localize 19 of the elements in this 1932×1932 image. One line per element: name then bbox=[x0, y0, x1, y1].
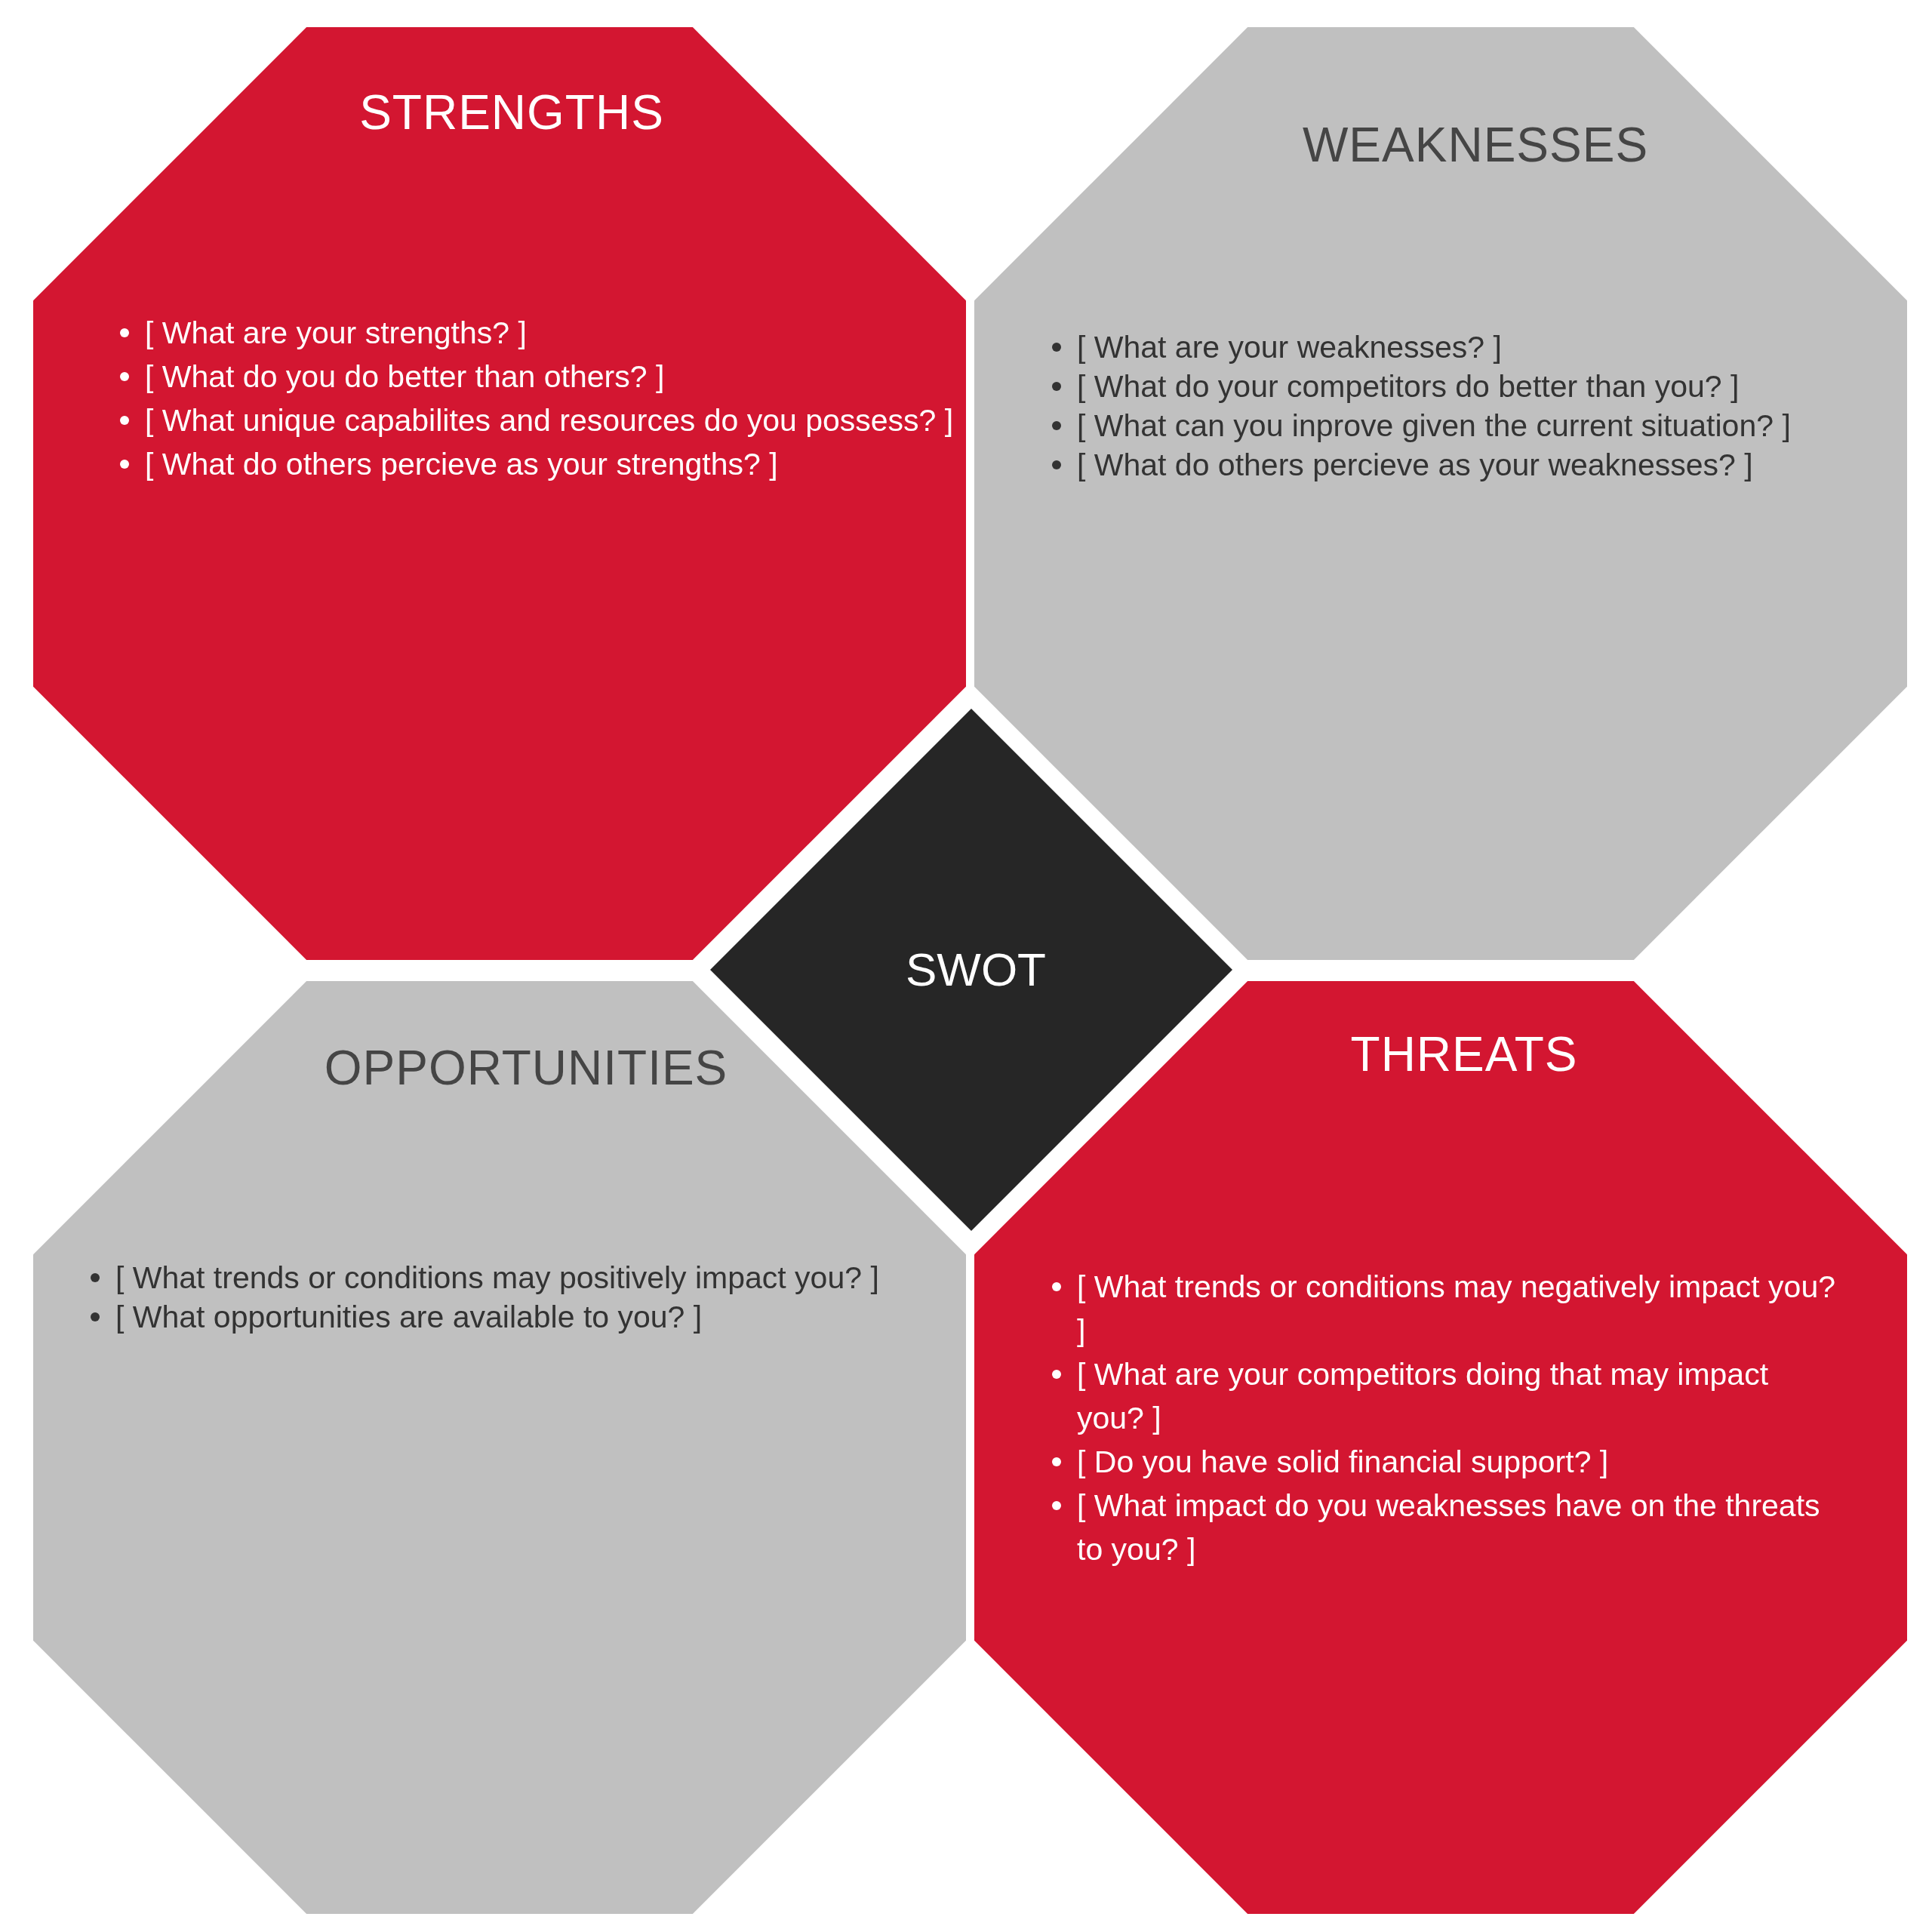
section-heading: THREATS bbox=[1350, 1027, 1578, 1083]
list-item-text: [ What impact do you weaknesses have on the threats to you? ] bbox=[1077, 1487, 1821, 1568]
list-item-text: [ What do your competitors do better than you? ] bbox=[1077, 368, 1740, 405]
list-item-text: [ What trends or conditions may negatively impact you? ] bbox=[1077, 1269, 1836, 1349]
list-item-text: [ What do others percieve as your weaknesses? ] bbox=[1077, 447, 1753, 484]
list-item-text: [ What opportunities are available to you? ] bbox=[115, 1299, 703, 1336]
list-item-text: [ What trends or conditions may positively impact you? ] bbox=[115, 1260, 879, 1297]
list-item-text: [ What can you inprove given the current situation? ] bbox=[1077, 408, 1791, 445]
list-item-text: [ What are your weaknesses? ] bbox=[1077, 329, 1502, 366]
center-label: SWOT bbox=[906, 943, 1046, 997]
section-heading: STRENGTHS bbox=[359, 85, 664, 141]
list-item-text: [ What are your competitors doing that may impact you? ] bbox=[1077, 1356, 1770, 1437]
section-heading: WEAKNESSES bbox=[1302, 118, 1649, 174]
section-heading: OPPORTUNITIES bbox=[324, 1041, 728, 1097]
list-item-text: [ What unique capabilites and resources do you possess? ] bbox=[145, 402, 954, 439]
list-item-text: [ What do others percieve as your strengths? ] bbox=[145, 446, 778, 483]
list-item-text: [ What are your strengths? ] bbox=[145, 315, 527, 352]
list-item-text: [ Do you have solid financial support? ] bbox=[1077, 1444, 1609, 1481]
list-item-text: [ What do you do better than others? ] bbox=[145, 358, 665, 395]
